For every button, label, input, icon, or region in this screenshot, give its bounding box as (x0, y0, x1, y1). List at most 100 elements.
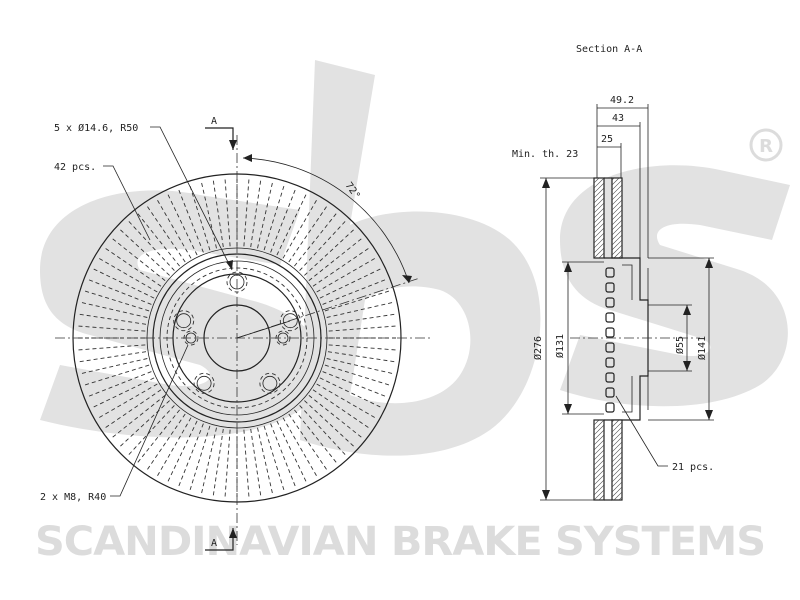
vane-line (167, 420, 198, 483)
vane-line (282, 199, 318, 259)
vane-line (308, 237, 363, 281)
brand-name-text: SCANDINAVIAN BRAKE SYSTEMS (35, 519, 765, 565)
hatch-line (594, 420, 622, 500)
hatch-line (504, 420, 584, 500)
vane-line (276, 420, 307, 483)
vane-line (83, 290, 150, 312)
vane-line (83, 364, 150, 386)
vane-line (312, 389, 370, 429)
vane-line (119, 400, 170, 448)
hatch-line (594, 178, 622, 258)
vane-line (224, 429, 231, 498)
vane-line (127, 220, 175, 271)
vanes-leader (103, 165, 151, 241)
vane-line (111, 395, 166, 439)
vane-line (212, 428, 224, 497)
vent-hole (605, 297, 615, 308)
hatch-line (603, 178, 622, 258)
section-title: Section A-A (576, 44, 642, 55)
vent-hole (605, 372, 615, 383)
hatch-line (603, 420, 622, 500)
section-marker-bottom: A (211, 538, 217, 549)
vent-hole (605, 327, 615, 338)
vane-line (98, 257, 158, 293)
vent-holes (605, 267, 615, 413)
bolt-hole (262, 375, 278, 391)
hatch-line (594, 420, 605, 500)
vane-line (328, 325, 397, 332)
bolt-hole (279, 310, 301, 332)
hatch-line (594, 178, 622, 258)
vane-line (250, 179, 262, 248)
threads-leader (110, 344, 189, 497)
vane-line (156, 199, 192, 259)
vane-line (189, 184, 211, 251)
dim-center-bore: Ø55 (674, 336, 686, 354)
vane-line (167, 193, 198, 256)
bolt-hole (282, 313, 298, 329)
vane-line (327, 313, 396, 325)
bolt-holes-leader (150, 126, 233, 271)
hatch-line (618, 420, 622, 500)
vent-hole (605, 267, 615, 278)
hatch-line (594, 420, 595, 500)
vane-line (111, 237, 166, 281)
registered-mark: R (749, 128, 783, 162)
vane-line (299, 220, 347, 271)
hatch-line (594, 420, 622, 500)
vane-line (263, 184, 285, 251)
vane-line (328, 344, 397, 351)
vane-line (146, 413, 186, 471)
vane-line (319, 377, 382, 408)
vane-line (80, 358, 148, 375)
section-marker-top: A (211, 116, 217, 127)
vane-line (87, 371, 152, 397)
vane-line (87, 279, 152, 305)
lower-friction-ring-inner (611, 419, 623, 501)
hatch-line (594, 420, 620, 500)
bolt-hole (196, 375, 212, 391)
hatch-line (594, 420, 622, 500)
cooling-vanes (77, 178, 397, 498)
vane-line (200, 181, 217, 249)
hatch-line (594, 420, 600, 500)
hatch-line (594, 178, 615, 258)
vane-line (224, 178, 231, 247)
vane-line (119, 228, 170, 276)
vane-line (270, 423, 296, 488)
hatch-line (489, 420, 569, 500)
vent-hole (605, 312, 615, 323)
vent-hole (605, 282, 615, 293)
vane-line (127, 405, 175, 456)
vane-line (294, 212, 338, 267)
hatch-line (594, 178, 610, 258)
vane-line (316, 257, 376, 293)
vane-line (250, 428, 262, 497)
hatch-line (594, 420, 622, 500)
hatch-line (479, 420, 559, 500)
hatch-line (499, 420, 579, 500)
vane-line (322, 279, 387, 305)
vane-line (98, 383, 158, 419)
bolt-hole (173, 310, 195, 332)
bolt-hole (259, 372, 281, 394)
hatch-line (594, 420, 622, 500)
vane-line (294, 409, 338, 464)
vane-line (104, 247, 162, 287)
angle-arrow-end (402, 275, 412, 283)
vane-line (212, 179, 224, 248)
hatch-line (594, 420, 622, 500)
vane-line (77, 325, 146, 332)
vane-line (327, 351, 396, 363)
vane-line (257, 181, 274, 249)
hatch-line (594, 178, 622, 258)
hatch-line (509, 420, 589, 500)
bolt-radius-line (236, 320, 291, 339)
hatch-line (594, 178, 622, 258)
hatch-line (594, 420, 615, 500)
dim-disc-width: 25 (601, 134, 613, 145)
vent-holes-leader (615, 395, 668, 467)
vane-line (263, 425, 285, 492)
vane-line (324, 364, 391, 386)
